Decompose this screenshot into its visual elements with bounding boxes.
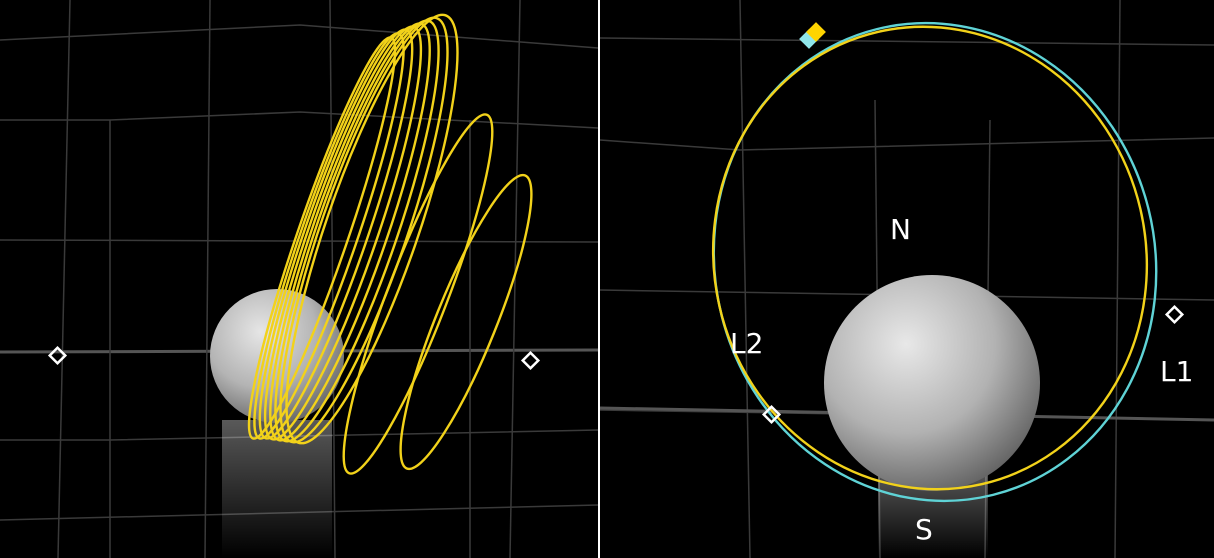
orbit-loops [711, 21, 1158, 503]
l2-label: L2 [730, 327, 764, 360]
right-orbit-scene [600, 0, 1214, 558]
enceladus-moon [824, 275, 1040, 491]
orbit-trajectory-bundle [247, 13, 533, 475]
lagrange-point-diamond [520, 350, 541, 371]
lagrange-point-diamond [47, 345, 68, 366]
south-plume [222, 420, 332, 558]
right-panel-orbit-view: N S L2 L1 [600, 0, 1214, 558]
orbit-yellow [711, 25, 1149, 491]
l2-point-diamond [761, 404, 782, 425]
l1-point-diamond [1164, 304, 1185, 325]
l1-label: L1 [1160, 355, 1194, 388]
left-panel-orbit-view [0, 0, 598, 558]
north-label: N [890, 213, 911, 246]
left-orbit-scene [0, 0, 598, 558]
south-label: S [915, 513, 933, 546]
